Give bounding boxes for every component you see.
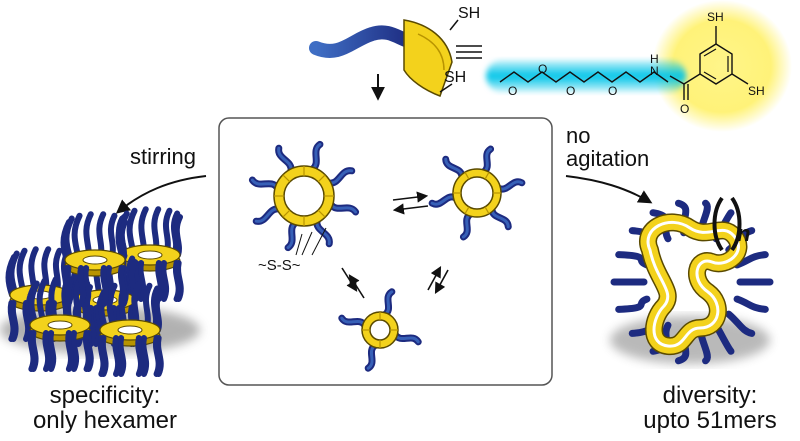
atom-label: O — [566, 84, 576, 98]
thiol-building-block-icon — [309, 19, 459, 97]
atom-label: O — [508, 84, 518, 98]
atom-label: O — [538, 62, 548, 76]
diversity-label: diversity: upto 51mers — [643, 382, 777, 435]
equivalence-icon — [456, 45, 482, 59]
hexamer-disk — [25, 276, 94, 372]
atom-label: O — [608, 84, 618, 98]
atom-label: N — [650, 64, 659, 78]
equilibrium-arrow-icon — [341, 267, 365, 299]
stirring-label: stirring — [130, 144, 197, 169]
disulfide-label: ~S-S~ — [258, 257, 301, 274]
hexamer-stack-icon — [0, 206, 200, 377]
no-agitation-arrow — [565, 175, 653, 204]
macrocycle-icon — [248, 140, 360, 252]
thiol-label-bottom: SH — [444, 69, 467, 86]
atom-label: SH — [707, 10, 724, 24]
macrocycle-icon — [428, 145, 526, 241]
atom-label: SH — [748, 84, 765, 98]
macrocycle-icon — [338, 288, 422, 372]
atom-label: O — [680, 102, 690, 116]
hexamer-disk — [60, 211, 129, 307]
thiol-label-top: SH — [458, 5, 481, 22]
specificity-label: specificity: only hexamer — [32, 382, 178, 435]
atom-label: H — [650, 52, 659, 66]
molecule-structure — [486, 0, 792, 132]
equilibrium-arrow-icon — [392, 191, 429, 215]
equilibrium-arrow-icon — [427, 266, 449, 294]
disulfide-pointer — [295, 227, 327, 256]
stirring-arrow — [115, 175, 207, 214]
no-agitation-label: no agitation — [566, 123, 650, 172]
repeat-bracket — [712, 196, 742, 252]
repeat-unit-label: n — [737, 221, 751, 246]
